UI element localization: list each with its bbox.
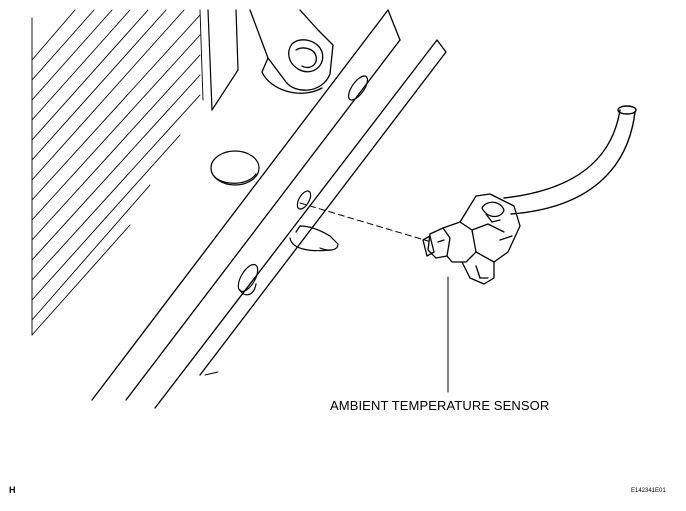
- condenser-core: [31, 9, 204, 336]
- sensor-clip-mount: [289, 225, 339, 252]
- ambient-temperature-sensor-callout: AMBIENT TEMPERATURE SENSOR: [330, 398, 550, 413]
- radiator-support-beam: [91, 9, 447, 409]
- beam-holes: [210, 75, 369, 296]
- mounting-bracket: [249, 9, 334, 94]
- front-panel-outline: [204, 371, 219, 376]
- ambient-temperature-sensor: [422, 193, 521, 285]
- section-letter: H: [9, 485, 16, 495]
- figure-id: E142341E01: [631, 488, 666, 494]
- core-side-frame: [207, 9, 239, 111]
- alignment-dashed-line: [299, 202, 429, 242]
- sensor-wire-harness: [503, 105, 637, 215]
